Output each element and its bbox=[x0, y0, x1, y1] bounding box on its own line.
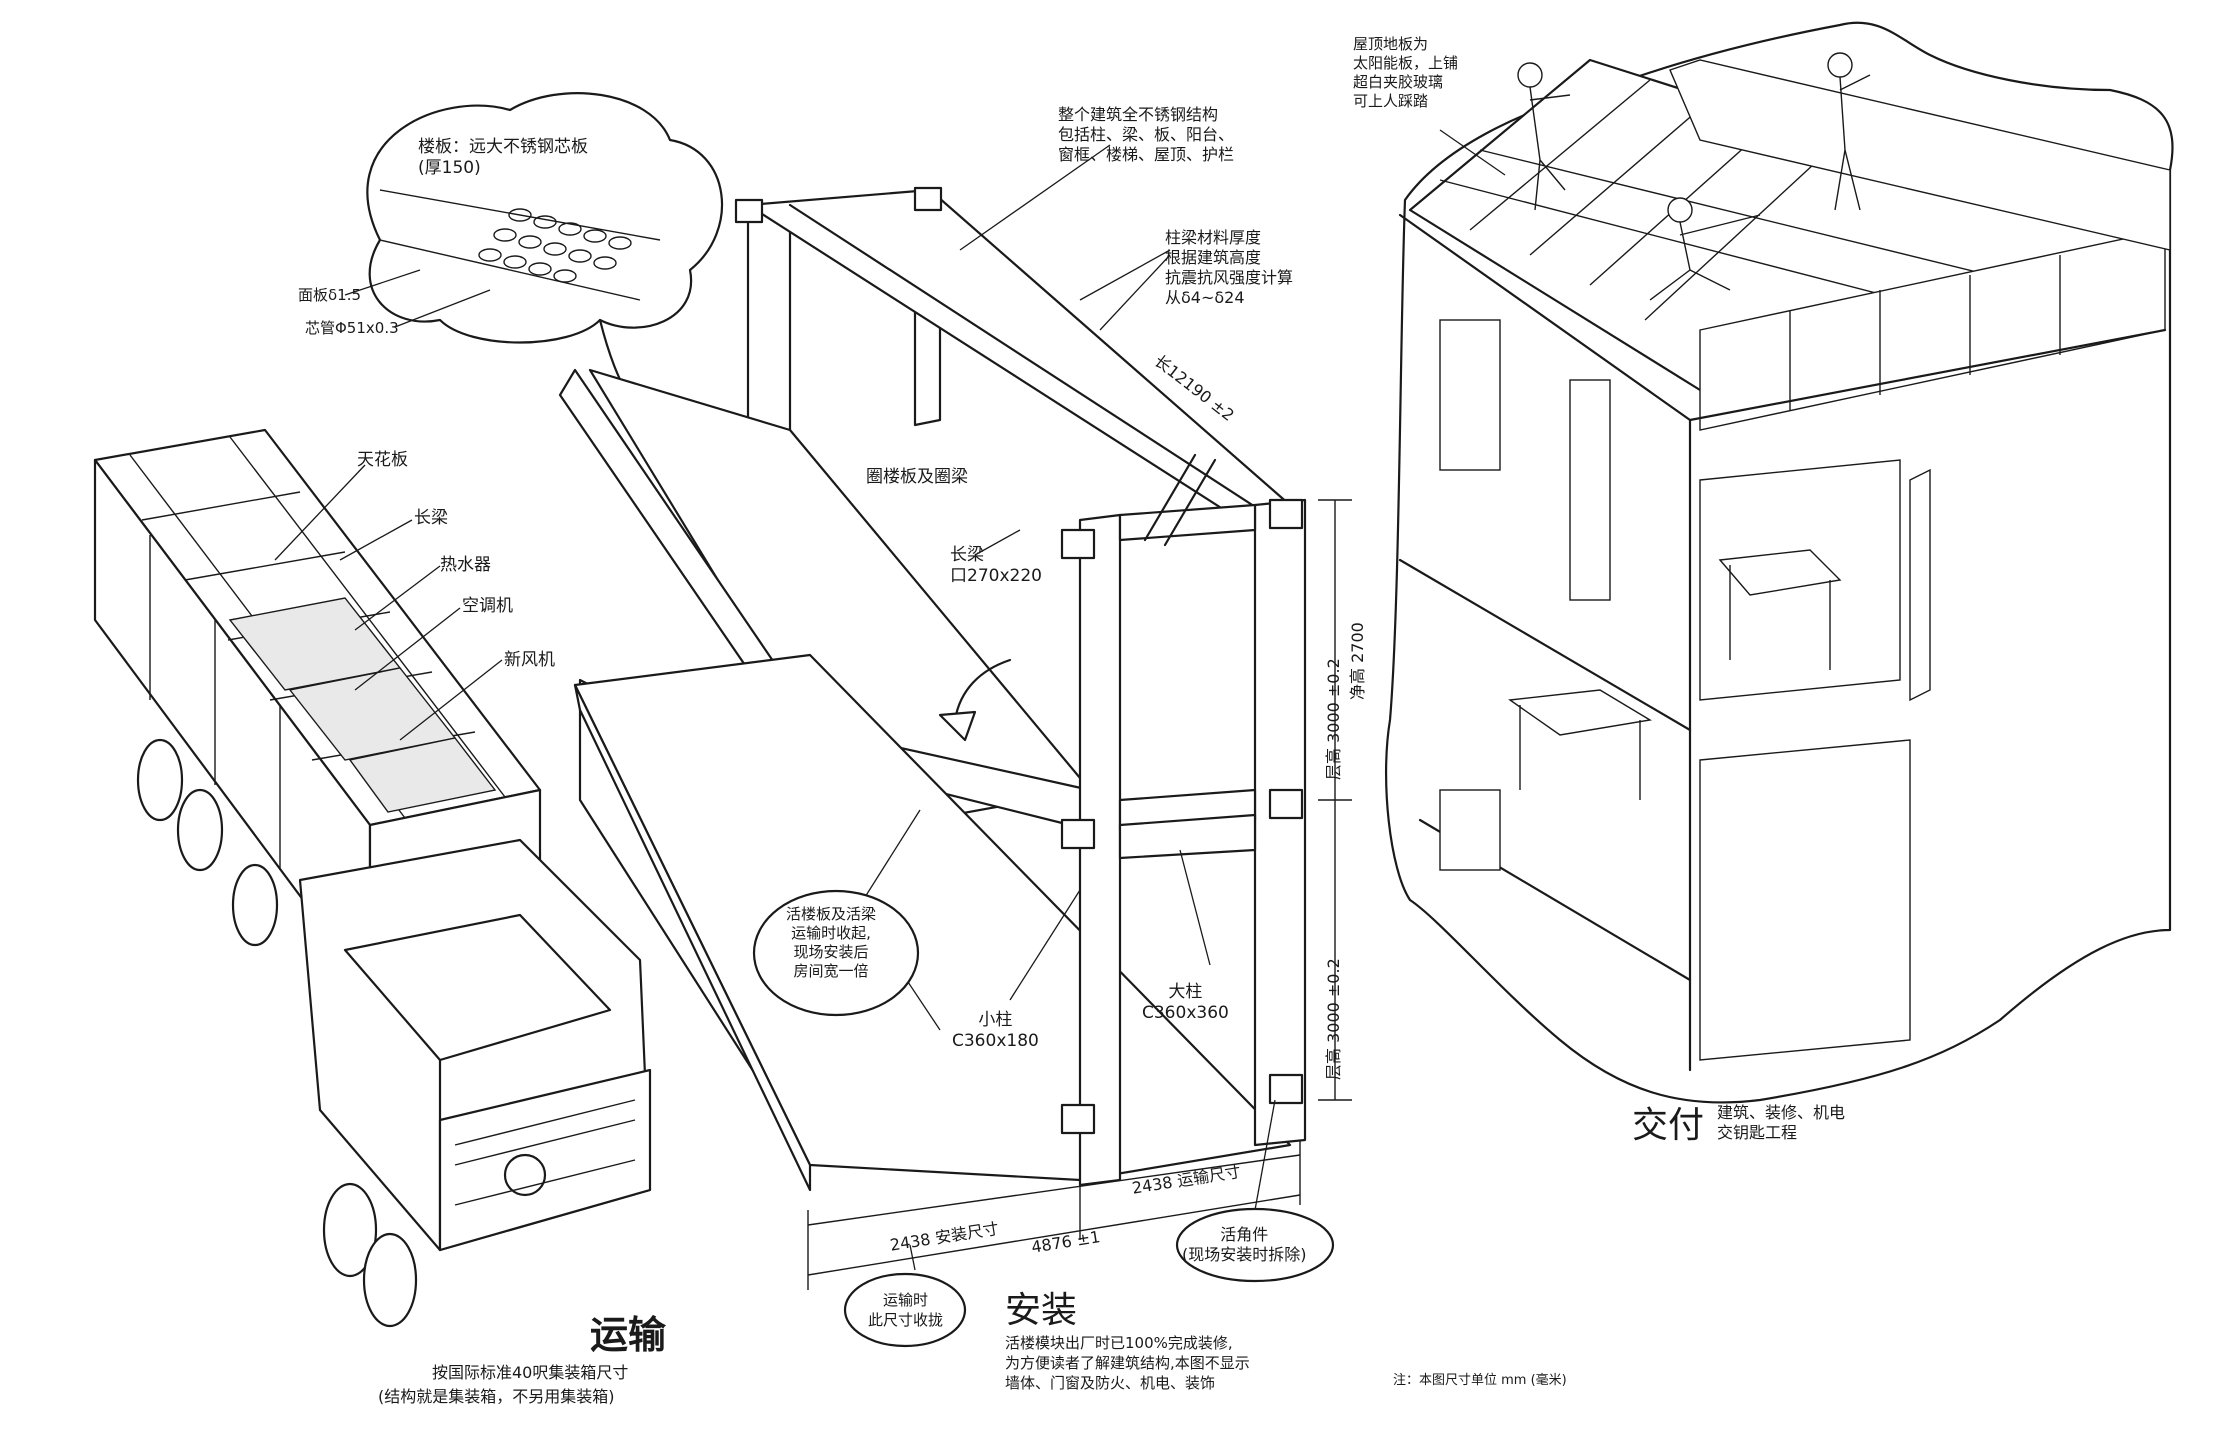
corner-piece-bubble bbox=[1175, 1207, 1335, 1283]
label-ceiling: 天花板 bbox=[357, 450, 408, 470]
label-steel-structure: 整个建筑全不锈钢结构 包括柱、梁、板、阳台、 窗框、楼梯、屋顶、护栏 bbox=[1058, 105, 1235, 164]
fold-note-bubble bbox=[843, 1272, 967, 1348]
delivery-title: 交付 bbox=[1632, 1105, 1705, 1146]
label-water-heater: 热水器 bbox=[440, 555, 491, 575]
label-ring-slab: 圈楼板及圈梁 bbox=[866, 467, 968, 487]
install-title: 安装 bbox=[1005, 1290, 1078, 1331]
delivery-description: 建筑、装修、机电 交钥匙工程 bbox=[1717, 1103, 1846, 1142]
label-fresh-air: 新风机 bbox=[504, 650, 555, 670]
building-cutaway-drawing bbox=[1384, 21, 2174, 1104]
label-floor-height-upper: 层高 3000 ±0.2 bbox=[1324, 658, 1343, 780]
movable-slab-bubble bbox=[752, 889, 920, 1017]
callout-floor-panel-title: 楼板：远大不锈钢芯板 (厚150) bbox=[418, 137, 588, 178]
label-long-beam-install: 长梁 口270x220 bbox=[950, 545, 1042, 586]
label-fold-note: 运输时 此尺寸收拢 bbox=[868, 1291, 944, 1329]
label-air-conditioner: 空调机 bbox=[462, 596, 513, 616]
label-corner-piece: 活角件 (现场安装时拆除) bbox=[1182, 1225, 1307, 1264]
callout-face-panel: 面板δ1.5 bbox=[298, 286, 362, 304]
label-long-beam-transport: 长梁 bbox=[414, 508, 448, 528]
label-floor-height-lower: 层高 3000 ±0.2 bbox=[1324, 958, 1343, 1080]
install-description: 活楼模块出厂时已100%完成装修, 为方便读者了解建筑结构,本图不显示 墙体、门… bbox=[1005, 1334, 1250, 1392]
label-small-column: 小柱 C360x180 bbox=[952, 1010, 1039, 1051]
label-material-thickness: 柱梁材料厚度 根据建筑高度 抗震抗风强度计算 从δ4~δ24 bbox=[1165, 228, 1294, 307]
module-frame-drawing bbox=[558, 144, 1352, 1290]
transport-title: 运输 bbox=[590, 1313, 667, 1357]
callout-core-tube: 芯管Φ51x0.3 bbox=[305, 319, 399, 337]
floor-panel-callout bbox=[344, 92, 723, 392]
label-roof-note: 屋顶地板为 太阳能板，上铺 超白夹胶玻璃 可上人踩踏 bbox=[1353, 35, 1459, 110]
transport-subtitle-1: 按国际标准40呎集装箱尺寸 bbox=[432, 1363, 629, 1382]
label-net-height: 净高 2700 bbox=[1348, 622, 1367, 700]
label-movable-slab: 活楼板及活梁 运输时收起, 现场安装后 房间宽一倍 bbox=[786, 905, 877, 980]
people-icons bbox=[1517, 52, 1871, 301]
unit-note: 注：本图尺寸单位 mm (毫米) bbox=[1393, 1373, 1567, 1388]
label-big-column: 大柱 C360x360 bbox=[1142, 982, 1229, 1023]
truck-drawing bbox=[93, 428, 652, 1328]
transport-subtitle-2: (结构就是集装箱，不另用集装箱) bbox=[378, 1387, 615, 1406]
